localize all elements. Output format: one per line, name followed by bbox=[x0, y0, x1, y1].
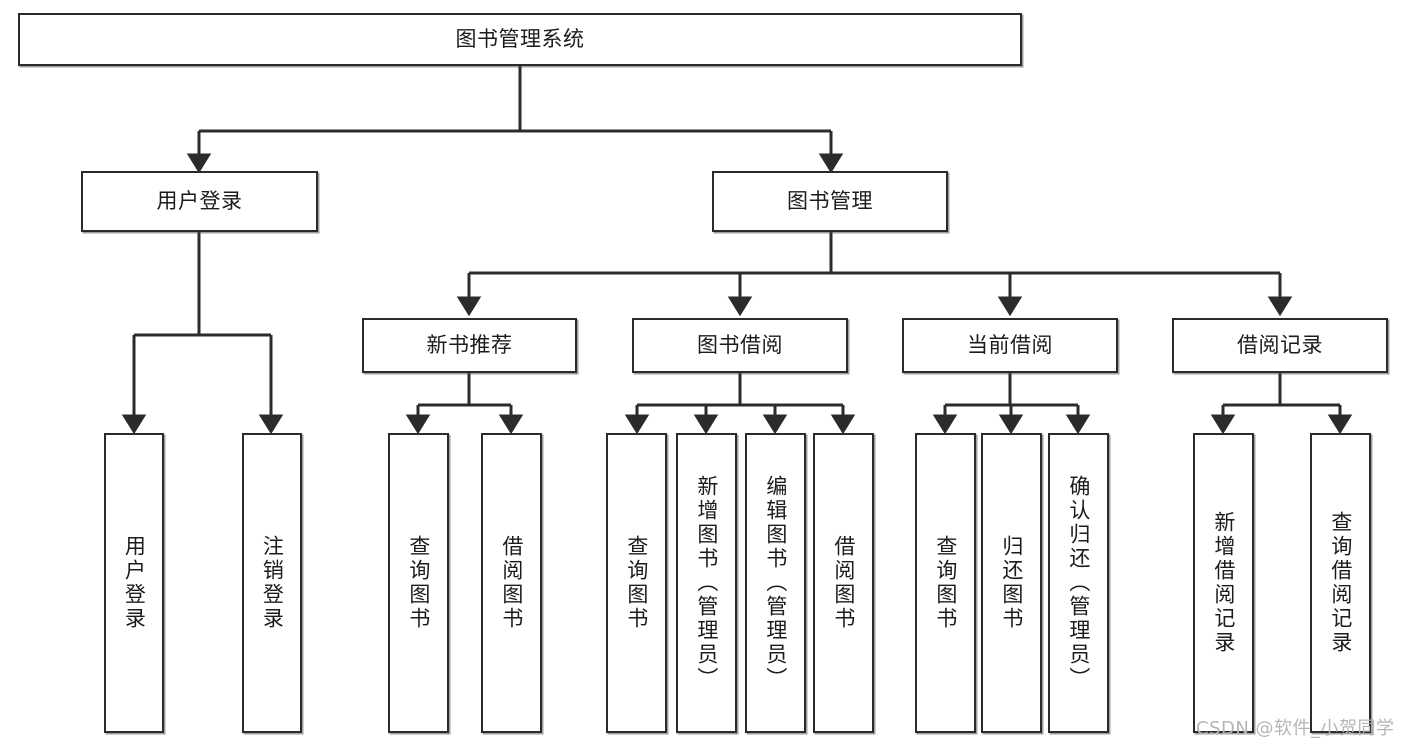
node-leaf-borrow-book-2-label: 借阅图书 bbox=[831, 535, 856, 631]
node-new-book-rec[interactable]: 新书推荐 bbox=[362, 318, 577, 373]
node-root[interactable]: 图书管理系统 bbox=[18, 13, 1022, 66]
node-leaf-add-record-label: 新增借阅记录 bbox=[1211, 511, 1236, 655]
node-leaf-return-book-label: 归还图书 bbox=[999, 535, 1024, 631]
node-leaf-borrow-book-1[interactable]: 借阅图书 bbox=[481, 433, 542, 733]
node-leaf-user-login-label: 用户登录 bbox=[122, 535, 147, 631]
node-leaf-borrow-book-1-label: 借阅图书 bbox=[499, 535, 524, 631]
node-leaf-add-book[interactable]: 新增图书（管理员） bbox=[676, 433, 737, 733]
node-book-borrow-label: 图书借阅 bbox=[697, 333, 783, 358]
node-leaf-query-record[interactable]: 查询借阅记录 bbox=[1310, 433, 1371, 733]
node-root-label: 图书管理系统 bbox=[455, 27, 585, 52]
node-leaf-query-book-1[interactable]: 查询图书 bbox=[388, 433, 449, 733]
node-user-login[interactable]: 用户登录 bbox=[81, 171, 318, 232]
node-leaf-add-book-label: 新增图书（管理员） bbox=[694, 475, 719, 691]
node-leaf-add-record[interactable]: 新增借阅记录 bbox=[1193, 433, 1254, 733]
node-leaf-edit-book-label: 编辑图书（管理员） bbox=[763, 475, 788, 691]
node-leaf-query-book-3[interactable]: 查询图书 bbox=[915, 433, 976, 733]
node-leaf-logout[interactable]: 注销登录 bbox=[242, 433, 302, 733]
node-book-borrow[interactable]: 图书借阅 bbox=[632, 318, 848, 373]
node-leaf-return-book[interactable]: 归还图书 bbox=[981, 433, 1042, 733]
node-book-manage-label: 图书管理 bbox=[787, 189, 873, 214]
node-borrow-record[interactable]: 借阅记录 bbox=[1172, 318, 1388, 373]
node-leaf-edit-book[interactable]: 编辑图书（管理员） bbox=[745, 433, 806, 733]
node-leaf-query-book-2-label: 查询图书 bbox=[624, 535, 649, 631]
node-leaf-confirm-return-label: 确认归还（管理员） bbox=[1066, 475, 1091, 691]
node-leaf-query-book-1-label: 查询图书 bbox=[406, 535, 431, 631]
node-borrow-record-label: 借阅记录 bbox=[1237, 333, 1323, 358]
watermark: CSDN @软件_小贺同学 bbox=[1196, 718, 1395, 739]
node-leaf-logout-label: 注销登录 bbox=[260, 535, 285, 631]
node-leaf-confirm-return[interactable]: 确认归还（管理员） bbox=[1048, 433, 1109, 733]
node-leaf-query-record-label: 查询借阅记录 bbox=[1328, 511, 1353, 655]
node-current-borrow-label: 当前借阅 bbox=[967, 333, 1053, 358]
node-leaf-user-login[interactable]: 用户登录 bbox=[104, 433, 164, 733]
node-leaf-query-book-3-label: 查询图书 bbox=[933, 535, 958, 631]
node-new-book-rec-label: 新书推荐 bbox=[426, 333, 513, 358]
node-leaf-borrow-book-2[interactable]: 借阅图书 bbox=[813, 433, 874, 733]
node-leaf-query-book-2[interactable]: 查询图书 bbox=[606, 433, 667, 733]
node-current-borrow[interactable]: 当前借阅 bbox=[902, 318, 1118, 373]
node-book-manage[interactable]: 图书管理 bbox=[712, 171, 948, 232]
node-user-login-label: 用户登录 bbox=[156, 189, 243, 214]
